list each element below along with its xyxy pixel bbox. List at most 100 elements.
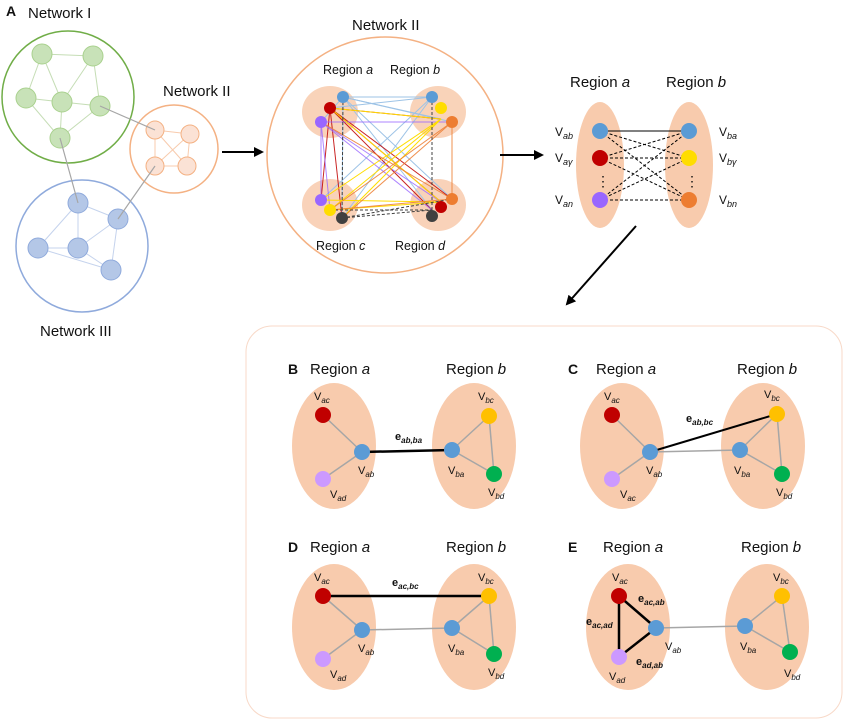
v-ay-node [592, 150, 608, 166]
panel-d-label-vbc: Vbc [478, 572, 494, 586]
network-2-large-edges [320, 96, 453, 219]
panel-e-label-vbc: Vbc [773, 572, 789, 586]
panel-c-node-bd [774, 466, 790, 482]
panel-d-intra-edges [322, 595, 495, 660]
v-bn-node [681, 192, 697, 208]
panel-c-region-a-label: Region a [596, 361, 656, 378]
panel-e-region-a-label: Region a [603, 539, 663, 556]
region-d-nodes [426, 193, 458, 222]
network-2-large: Network II [266, 17, 504, 274]
panel-c-label-vbd: Vbd [776, 487, 793, 501]
panel-e-label-vac: Vac [612, 572, 628, 586]
panel-d-label-vba: Vba [448, 643, 465, 657]
panel-e-intra-edges [655, 595, 791, 653]
region-c-label: Region c [316, 239, 366, 253]
network-1-nodes [15, 43, 111, 149]
panel-b-node-ad [315, 471, 331, 487]
panel-e-node-bc [774, 588, 790, 604]
region-a-nodes [315, 91, 349, 128]
arrow-to-detail-panels [565, 225, 637, 306]
panel-b-label-vbc: Vbc [478, 391, 494, 405]
label-v-an: Van [555, 193, 573, 209]
region-c-nodes [315, 194, 348, 224]
panel-e-node-ba [737, 618, 753, 634]
panel-c-node-ac [604, 407, 620, 423]
panel-d-node-ac [315, 588, 331, 604]
panel-d-node-ab [354, 622, 370, 638]
panel-d-label-vbd: Vbd [488, 667, 505, 681]
panel-c-node-ba [732, 442, 748, 458]
pair-b-ellipsis: ⋮ [685, 173, 699, 189]
panel-b-node-bd [486, 466, 502, 482]
panel-b-label-vbd: Vbd [488, 487, 505, 501]
label-v-ba: Vba [719, 125, 737, 141]
network-3: Network III [15, 179, 149, 340]
pair-region-a-label: Region a [570, 74, 630, 91]
pair-region-b-label: Region b [666, 74, 726, 91]
pair-edges [599, 130, 690, 201]
network-1: Network I [1, 5, 135, 164]
panel-letter-c: C [568, 361, 578, 377]
panel-c: C Region a Region b Vac Vab Vac Vbc Vba … [568, 361, 805, 509]
panel-c-label-vac-bottom: Vac [620, 489, 636, 503]
panel-e-node-ab [648, 620, 664, 636]
pair-a-ellipsis: ⋮ [596, 173, 610, 189]
region-a-label: Region a [323, 63, 373, 77]
network-2-small: Network II [129, 83, 231, 194]
panel-d-node-ad [315, 651, 331, 667]
network-2-small-title: Network II [163, 83, 231, 100]
panel-letter-e: E [568, 539, 577, 555]
panel-letter-d: D [288, 539, 298, 555]
panel-c-node-ad [604, 471, 620, 487]
panel-d-node-bc [481, 588, 497, 604]
panel-e-edge-label-ac-ab: eac,ab [638, 593, 665, 607]
label-v-by: Vbγ [719, 151, 737, 167]
panel-c-edge-ab-bc [649, 413, 778, 453]
panel-b-edge-label: eab,ba [395, 431, 423, 445]
panel-d-region-a-label: Region a [310, 539, 370, 556]
panel-b-label-vba: Vba [448, 465, 465, 479]
panel-letter-a: A [6, 3, 16, 19]
region-pair-overview: Region a Region b ⋮ ⋮ Vab Vaγ Van Vba Vb… [555, 74, 737, 228]
label-v-bn: Vbn [719, 193, 737, 209]
panel-e-label-vab: Vab [665, 641, 682, 655]
panel-d: D Region a Region b Vac Vab Vad Vbc Vba … [288, 539, 516, 690]
panel-b-region-a-label: Region a [310, 361, 370, 378]
panel-e-edge-label-ac-ad: eac,ad [586, 616, 614, 630]
network-3-title: Network III [40, 323, 112, 340]
label-v-ab: Vab [555, 125, 573, 141]
panel-b-label-vab: Vab [358, 465, 375, 479]
panel-e-edge-label-ad-ab: ead,ab [636, 656, 663, 670]
label-v-ay: Vaγ [555, 151, 573, 167]
v-ba-node [681, 123, 697, 139]
panel-b-region-b-area [432, 383, 516, 509]
panel-e-label-vbd: Vbd [784, 668, 801, 682]
panel-b: B Region a Region b Vac Vab Vad Vbc Vba … [288, 361, 516, 509]
region-b-label: Region b [390, 63, 440, 77]
panel-b-node-ab [354, 444, 370, 460]
panel-d-label-vac: Vac [314, 572, 330, 586]
panel-d-label-vad: Vad [330, 669, 347, 683]
panel-d-node-ba [444, 620, 460, 636]
panel-c-node-ab [642, 444, 658, 460]
panel-d-node-bd [486, 646, 502, 662]
panel-c-label-vbc: Vbc [764, 389, 780, 403]
panel-e-label-vba: Vba [740, 641, 757, 655]
panel-b-label-vad: Vad [330, 489, 347, 503]
panel-b-region-b-label: Region b [446, 361, 506, 378]
panel-b-edge-ab-ba [361, 448, 453, 454]
panel-b-node-bc [481, 408, 497, 424]
panel-e-node-bd [782, 644, 798, 660]
panel-c-region-b-label: Region b [737, 361, 797, 378]
region-b-nodes [426, 91, 458, 128]
panel-b-node-ba [444, 442, 460, 458]
panel-e-label-vad: Vad [609, 671, 626, 685]
region-d-label: Region d [395, 239, 446, 253]
network-2-small-nodes [145, 120, 200, 176]
panel-c-edge-label: eab,bc [686, 413, 714, 427]
panel-c-node-bc [769, 406, 785, 422]
panel-letter-b: B [288, 361, 298, 377]
v-ab-node [592, 123, 608, 139]
v-an-node [592, 192, 608, 208]
panel-b-label-vac: Vac [314, 391, 330, 405]
